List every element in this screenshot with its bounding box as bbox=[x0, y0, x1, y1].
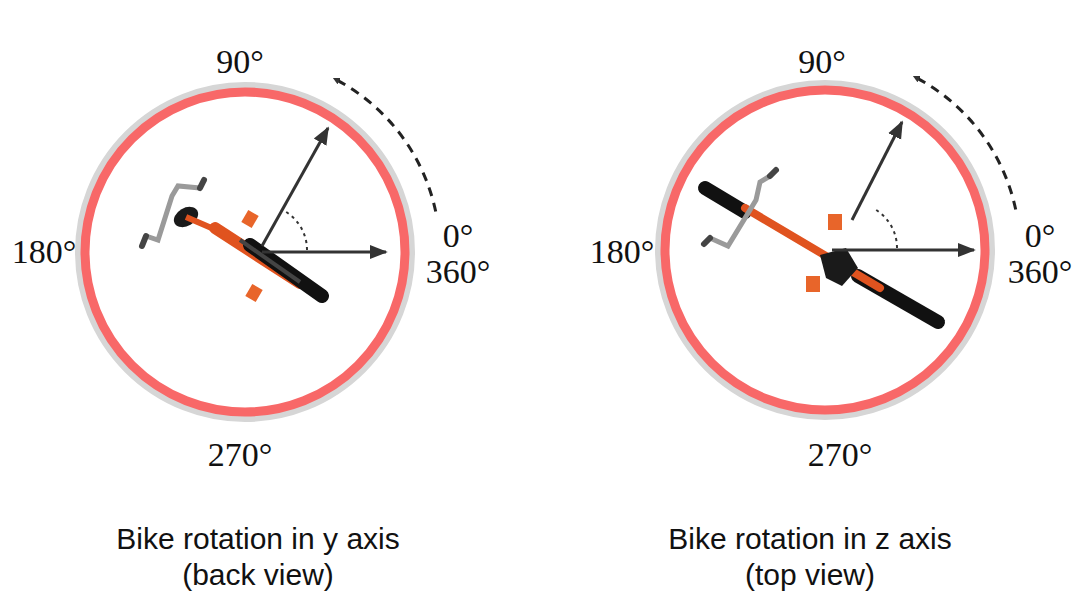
figure-caption: Bike rotation in z axis (top view) bbox=[660, 521, 960, 593]
angle-label: 360° bbox=[1008, 255, 1073, 289]
angle-label: 360° bbox=[426, 255, 491, 289]
angle-label: 90° bbox=[798, 45, 846, 79]
bike-back-view bbox=[142, 180, 322, 302]
angle-label: 0° bbox=[1025, 219, 1056, 253]
angle-label: 90° bbox=[216, 45, 264, 79]
top-view-dial bbox=[659, 76, 1016, 416]
bike-top-view bbox=[704, 170, 938, 322]
figure-caption: Bike rotation in y axis (back view) bbox=[108, 521, 408, 593]
back-view-dial bbox=[79, 78, 436, 418]
angle-label: 270° bbox=[808, 438, 873, 472]
angle-label: 270° bbox=[208, 438, 273, 472]
angle-label: 0° bbox=[443, 219, 474, 253]
angle-label: 180° bbox=[12, 235, 77, 269]
angle-label: 180° bbox=[590, 235, 655, 269]
